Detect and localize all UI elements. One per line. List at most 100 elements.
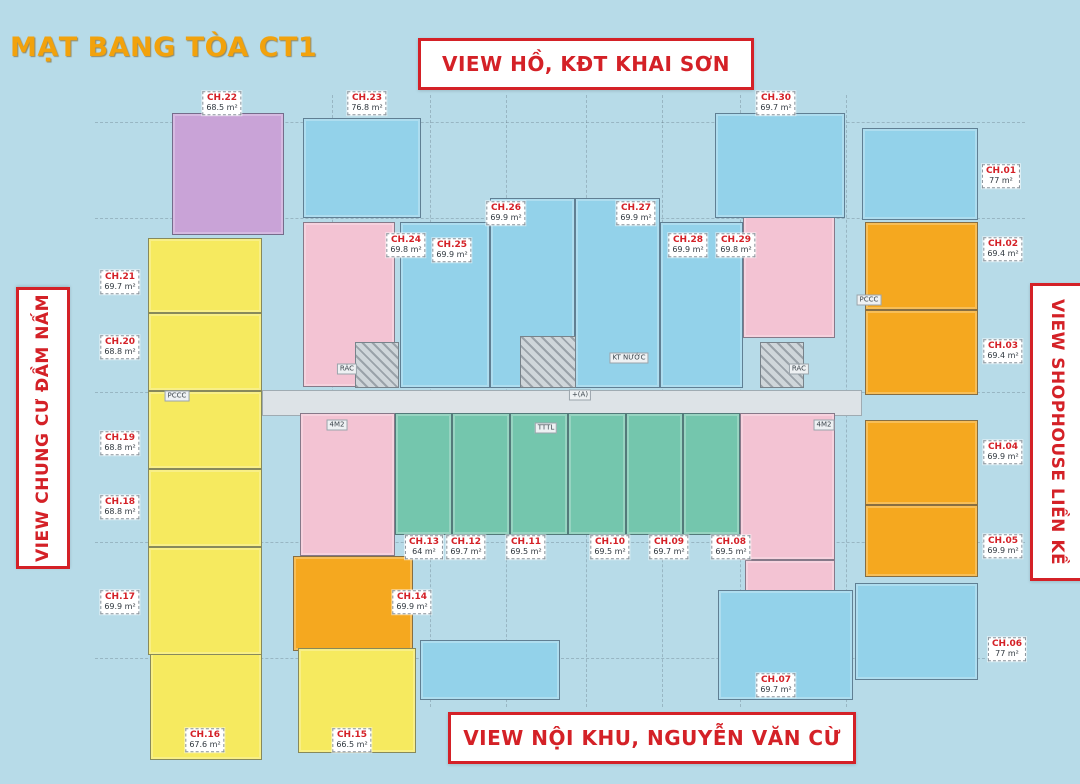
unit-area: 67.6 m²: [189, 740, 221, 750]
unit-block-ch-22: [172, 113, 284, 235]
unit-block-ch-01: [862, 128, 978, 220]
unit-area: 64 m²: [412, 547, 436, 557]
unit-area: 77 m²: [995, 649, 1019, 659]
unit-block-ch-06: [855, 583, 978, 680]
unit-area: 69.9 m²: [987, 546, 1019, 556]
wing-block: [420, 640, 560, 700]
unit-area: 69.8 m²: [720, 245, 752, 255]
unit-area: 69.9 m²: [436, 250, 468, 260]
unit-area: 69.5 m²: [715, 547, 747, 557]
unit-block-ch-20: [148, 313, 262, 391]
facility-label: KT NƯỚC: [609, 352, 649, 364]
unit-block-ch-17: [148, 547, 262, 655]
unit-id: CH.27: [620, 203, 652, 214]
unit-block-ch-19: [148, 391, 262, 469]
unit-block-ch-02: [865, 222, 978, 310]
unit-id: CH.19: [104, 433, 136, 444]
unit-block-ch-10: [568, 413, 626, 535]
unit-block-ch-12: [452, 413, 510, 535]
unit-area: 69.5 m²: [594, 547, 626, 557]
facility-label: 4M2: [813, 419, 835, 431]
unit-id: CH.07: [760, 675, 792, 686]
unit-block-ch-23: [303, 118, 421, 218]
unit-id: CH.20: [104, 337, 136, 348]
unit-area: 69.9 m²: [396, 602, 428, 612]
facility-label: +(A): [568, 389, 592, 401]
grid-line-horizontal: [95, 122, 1025, 123]
corridor: [262, 390, 862, 416]
unit-area: 69.9 m²: [672, 245, 704, 255]
grid-line-horizontal: [95, 542, 1025, 543]
unit-area: 66.5 m²: [336, 740, 368, 750]
elevator-core: [355, 342, 399, 388]
unit-id: CH.09: [653, 537, 685, 548]
facility-label: RÁC: [788, 363, 810, 375]
banner-view-bottom: VIEW NỘI KHU, NGUYỄN VĂN CỪ: [448, 712, 856, 764]
unit-id: CH.02: [987, 239, 1019, 250]
unit-id: CH.28: [672, 235, 704, 246]
unit-area: 69.9 m²: [490, 213, 522, 223]
unit-area: 69.7 m²: [653, 547, 685, 557]
unit-id: CH.22: [206, 93, 238, 104]
elevator-core: [520, 336, 576, 388]
banner-view-left: VIEW CHUNG CƯ ĐẦM NẤM: [16, 287, 70, 569]
unit-id: CH.30: [760, 93, 792, 104]
unit-id: CH.26: [490, 203, 522, 214]
unit-id: CH.05: [987, 536, 1019, 547]
unit-block-ch-04: [865, 420, 978, 505]
unit-id: CH.18: [104, 497, 136, 508]
facility-label: PCCC: [856, 294, 882, 306]
unit-area: 69.9 m²: [987, 452, 1019, 462]
unit-id: CH.15: [336, 730, 368, 741]
unit-area: 69.7 m²: [760, 685, 792, 695]
unit-id: CH.29: [720, 235, 752, 246]
unit-block-ch-21: [148, 238, 262, 313]
unit-area: 76.8 m²: [351, 103, 383, 113]
unit-area: 77 m²: [989, 176, 1013, 186]
unit-id: CH.11: [510, 537, 542, 548]
unit-area: 68.8 m²: [104, 347, 136, 357]
wing-block: [300, 413, 395, 556]
unit-area: 68.8 m²: [104, 507, 136, 517]
unit-id: CH.24: [390, 235, 422, 246]
unit-area: 69.9 m²: [620, 213, 652, 223]
unit-area: 69.7 m²: [760, 103, 792, 113]
facility-label: RÁC: [336, 363, 358, 375]
facility-label: PCCC: [164, 390, 190, 402]
wing-block: [740, 413, 835, 560]
unit-block-ch-18: [148, 469, 262, 547]
unit-area: 69.4 m²: [987, 249, 1019, 259]
unit-block-ch-30: [715, 113, 845, 218]
unit-block-ch-09: [626, 413, 683, 535]
unit-area: 69.9 m²: [104, 602, 136, 612]
unit-block-ch-05: [865, 505, 978, 577]
unit-area: 68.5 m²: [206, 103, 238, 113]
unit-id: CH.01: [985, 166, 1017, 177]
